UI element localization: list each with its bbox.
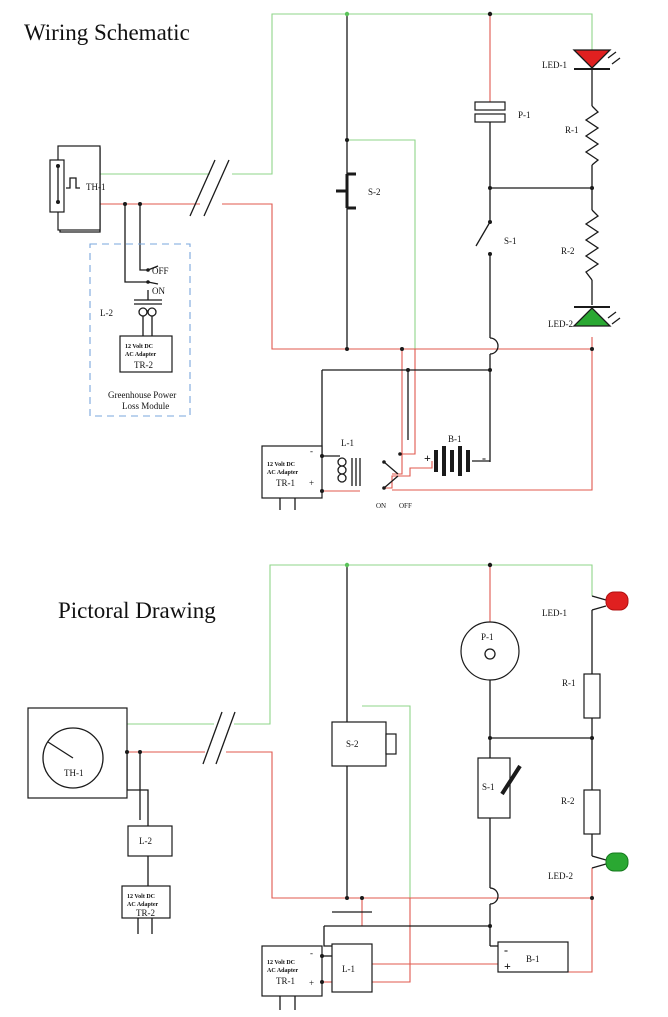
th1-label: TH-1 [86, 182, 106, 192]
tr1-minus: - [310, 446, 313, 456]
led2-label: LED-2 [548, 319, 573, 329]
b1-label: B-1 [448, 434, 462, 444]
r1-resistor-box: R-1 [562, 673, 601, 719]
l2-label: L-2 [100, 308, 113, 318]
l1-label: L-1 [341, 438, 354, 448]
s1-switch-symbol: S-1 [475, 220, 517, 256]
b1-plus: + [424, 451, 431, 465]
tr1-adapter-symbol: 12 Volt DC AC Adapter TR-1 - + [261, 445, 323, 499]
l2-off-label: OFF [152, 266, 169, 276]
led2-symbol: LED-2 [548, 306, 621, 329]
p1-label: P-1 [518, 110, 531, 120]
l1-relay-box: L-1 [331, 943, 373, 993]
l2-relay-box: L-2 [127, 825, 173, 857]
r2-pictorial-label: R-2 [561, 796, 575, 806]
tr2-pictorial-line1: 12 Volt DC [127, 894, 155, 900]
schematic-title: Wiring Schematic [24, 20, 190, 45]
b1-battery-box: - + B-1 [497, 941, 569, 973]
tr1-plus: + [309, 478, 314, 488]
tr1-adapter-box: 12 Volt DC AC Adapter TR-1 - + [261, 945, 323, 997]
pictorial-red-wires [127, 565, 593, 983]
r1-label: R-1 [565, 125, 579, 135]
r2-label: R-2 [561, 246, 575, 256]
b1-minus: - [482, 451, 486, 465]
tr2-pictorial-label: TR-2 [136, 908, 155, 918]
led2-lamp: LED-2 [548, 852, 629, 881]
b1-pictorial-minus: - [504, 943, 508, 957]
s2-switch-symbol: S-2 [336, 172, 381, 210]
th1-thermostat-dial: TH-1 [27, 707, 128, 799]
tr1-pictorial-line2: AC Adapter [267, 968, 299, 974]
s1-switch-box: S-1 [477, 757, 522, 819]
power-loss-module: OFF ON L-2 12 Volt DC AC Adapter TR-2 Gr… [89, 243, 191, 417]
schematic-red-wires [100, 14, 593, 492]
tr1-pictorial-line1: 12 Volt DC [267, 960, 295, 966]
b1-pictorial-plus: + [504, 959, 511, 973]
th1-thermostat-symbol: TH-1 [49, 145, 106, 231]
schematic-black-wires [59, 14, 593, 510]
switch-off-label: OFF [399, 502, 412, 510]
b1-pictorial-label: B-1 [526, 954, 540, 964]
r1-resistor-symbol: R-1 [565, 105, 600, 166]
tr1-adapter-line1: 12 Volt DC [267, 462, 295, 468]
s1-pictorial-label: S-1 [482, 782, 495, 792]
switch-on-label: ON [376, 502, 386, 510]
tr1-adapter-line2: AC Adapter [267, 470, 299, 476]
schematic-break-marks [189, 159, 230, 217]
pictorial-break-marks [202, 711, 236, 765]
tr2-adapter-box: 12 Volt DC AC Adapter TR-2 [121, 885, 171, 919]
schematic-junctions [123, 11, 594, 493]
onoff-switch-symbol: ON OFF [376, 452, 412, 510]
r1-pictorial-label: R-1 [562, 678, 576, 688]
tr1-label: TR-1 [276, 478, 295, 488]
pictorial-title: Pictoral Drawing [58, 598, 216, 623]
r2-resistor-box: R-2 [561, 789, 601, 835]
module-label-line2: Loss Module [122, 401, 169, 411]
b1-battery-symbol: + - B-1 [424, 434, 486, 476]
r2-resistor-symbol: R-2 [561, 209, 600, 281]
s2-label: S-2 [368, 187, 381, 197]
p1-pictorial-label: P-1 [481, 632, 494, 642]
s1-label: S-1 [504, 236, 517, 246]
l1-relay-symbol: L-1 [337, 438, 361, 486]
module-label-line1: Greenhouse Power [108, 390, 176, 400]
tr2-label: TR-2 [134, 360, 153, 370]
led1-symbol: LED-1 [542, 49, 621, 70]
led1-label: LED-1 [542, 60, 567, 70]
tr1-pictorial-minus: - [310, 948, 313, 958]
l2-on-label: ON [152, 286, 165, 296]
tr2-adapter-line1: 12 Volt DC [125, 344, 153, 350]
th1-pictorial-label: TH-1 [64, 768, 84, 778]
s2-pictorial-label: S-2 [346, 739, 359, 749]
wiring-schematic: TH-1 OFF ON L-2 12 Volt DC AC Adapter TR… [49, 11, 621, 510]
tr1-pictorial-plus: + [309, 978, 314, 988]
l1-pictorial-label: L-1 [342, 964, 355, 974]
led1-pictorial-label: LED-1 [542, 608, 567, 618]
tr2-pictorial-line2: AC Adapter [127, 902, 159, 908]
pictorial-green-wires [127, 564, 593, 898]
led2-pictorial-label: LED-2 [548, 871, 573, 881]
pictorial-junctions [125, 562, 594, 984]
pictorial-drawing: TH-1 L-2 12 Volt DC AC Adapter TR-2 S-2 … [27, 562, 629, 1010]
tr2-adapter-line2: AC Adapter [125, 352, 157, 358]
tr1-pictorial-label: TR-1 [276, 976, 295, 986]
s2-switch-box: S-2 [331, 721, 397, 767]
l2-pictorial-label: L-2 [139, 836, 152, 846]
schematic-green-wires [100, 13, 593, 349]
p1-buzzer-disc: P-1 [460, 621, 520, 681]
p1-buzzer-symbol: P-1 [474, 101, 531, 123]
led1-lamp: LED-1 [542, 591, 629, 618]
